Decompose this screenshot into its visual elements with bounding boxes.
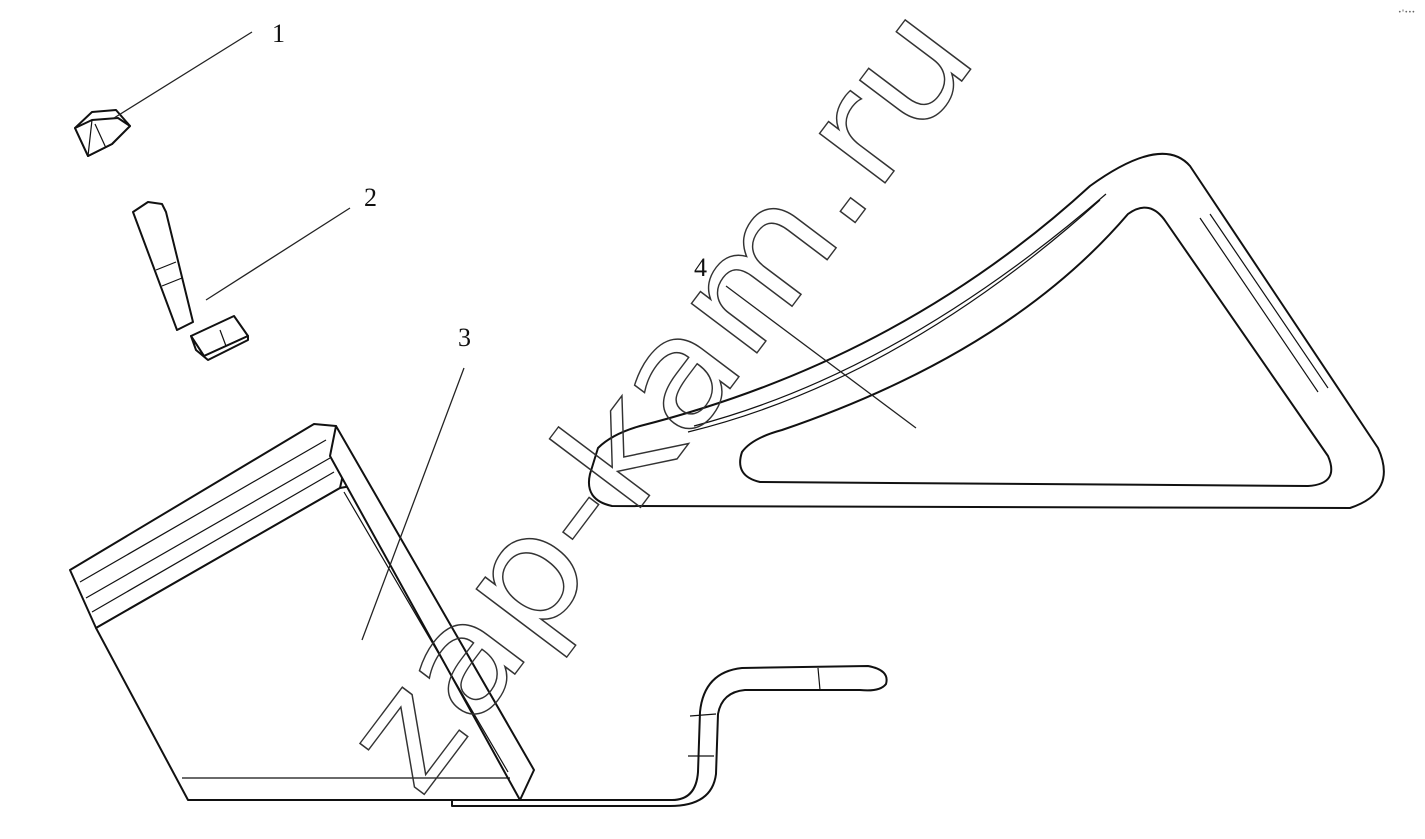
callout-4-leader	[725, 285, 917, 429]
nut-part	[74, 109, 131, 157]
bolt-part	[132, 201, 249, 361]
callout-1-leader	[113, 31, 253, 119]
bracket-part	[69, 423, 888, 807]
callout-4-label: 4	[694, 253, 707, 282]
corner-mark: •°•••	[1398, 9, 1415, 16]
gusset-part	[588, 152, 1385, 509]
callout-2-label: 2	[364, 183, 377, 212]
callout-3-leader	[361, 367, 465, 641]
callout-3-label: 3	[458, 323, 471, 352]
callout-2-leader	[205, 207, 351, 301]
callout-1-label: 1	[272, 19, 285, 48]
